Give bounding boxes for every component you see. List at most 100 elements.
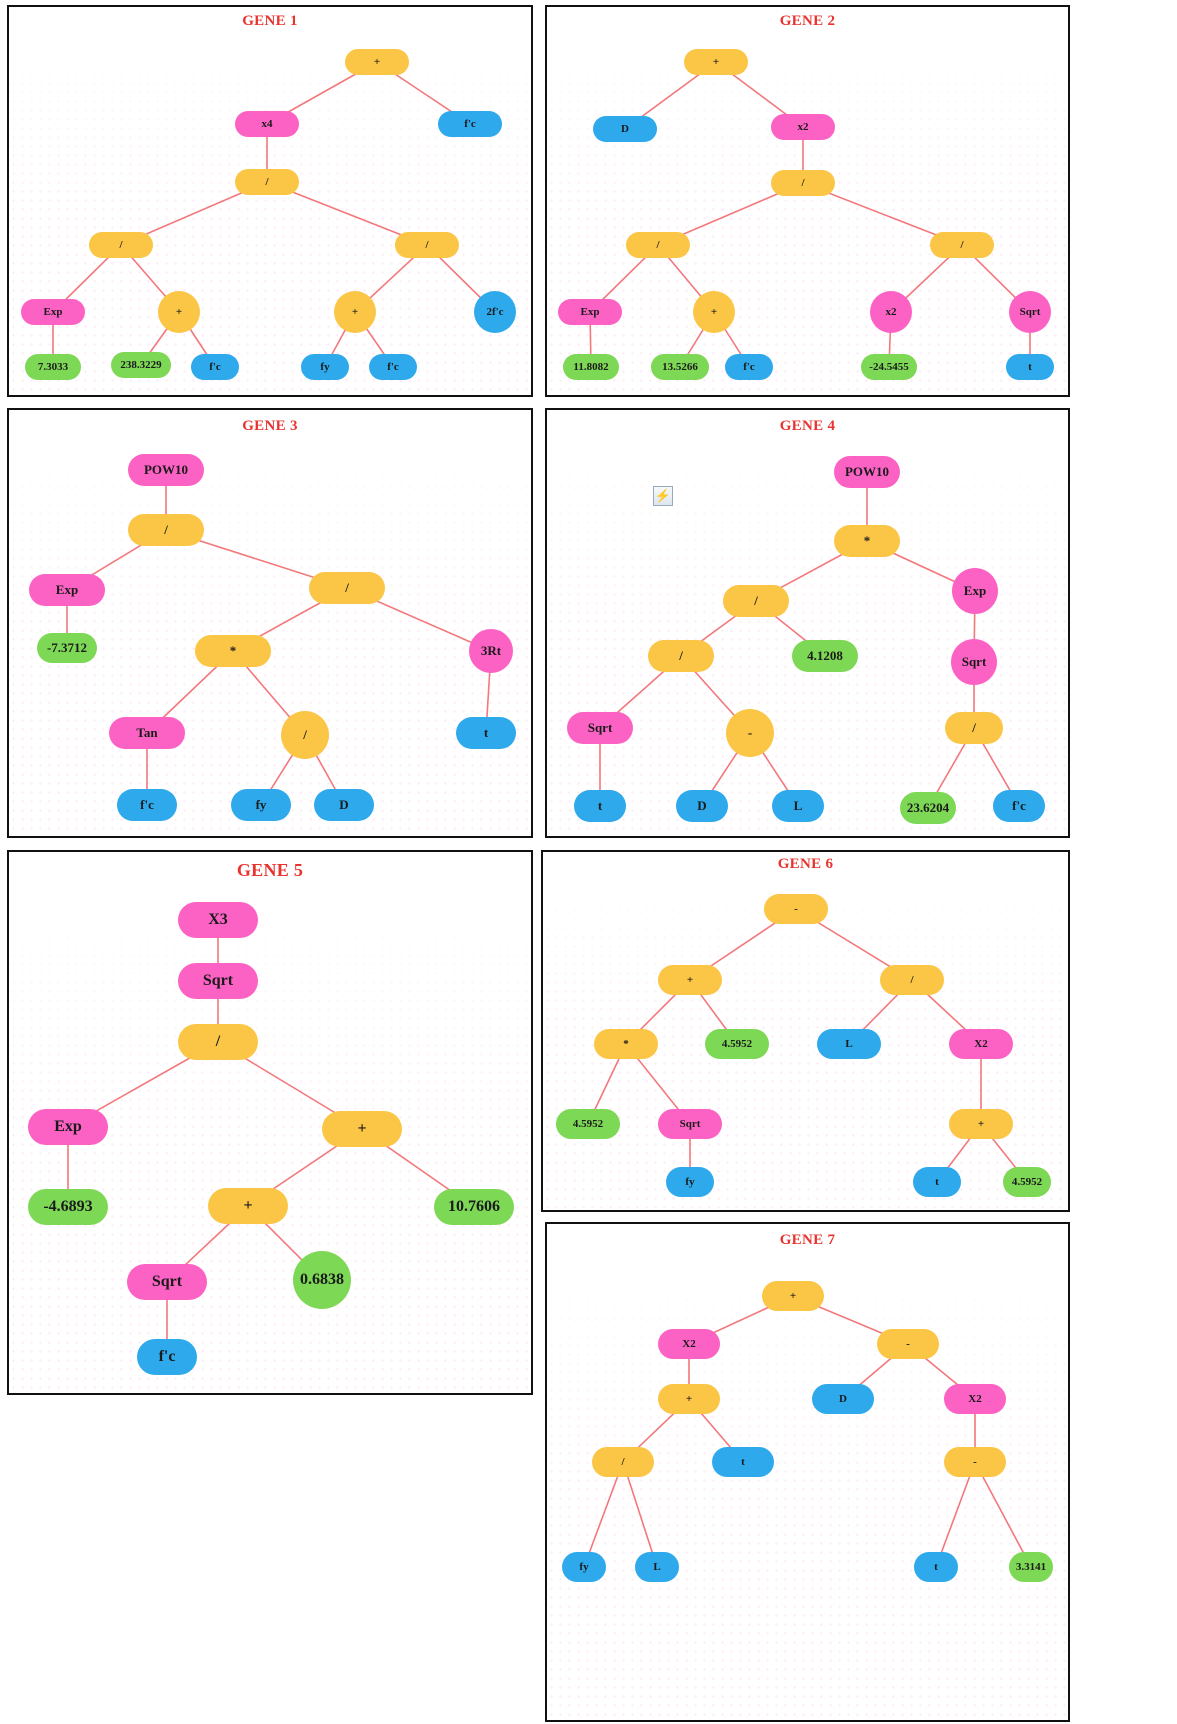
node-label: 2f'c	[486, 306, 504, 318]
constant-node-13-5266: 13.5266	[651, 354, 709, 380]
node-label: fy	[579, 1561, 589, 1573]
variable-node-fc: f'c	[725, 354, 773, 380]
constant-node-3-3141: 3.3141	[1009, 1552, 1053, 1582]
variable-node-t: t	[1006, 354, 1054, 380]
node-label: L	[793, 798, 803, 813]
operator-node-plus: +	[334, 291, 376, 333]
node-label: +	[351, 306, 359, 318]
node-label: /	[303, 727, 307, 742]
constant-node-4-5952: 4.5952	[705, 1029, 769, 1059]
node-label: Sqrt	[587, 720, 613, 735]
operator-node-plus: +	[693, 291, 735, 333]
node-label: f'c	[387, 361, 399, 373]
operator-node-divide: /	[723, 585, 789, 617]
function-node-exp: Exp	[558, 299, 622, 325]
node-label: 0.6838	[300, 1271, 344, 1288]
node-label: +	[685, 1393, 693, 1405]
node-label: -	[794, 903, 798, 915]
node-label: /	[801, 177, 805, 189]
function-node-sqrt: Sqrt	[567, 712, 633, 744]
operator-node-minus: -	[944, 1447, 1006, 1477]
function-node-x3: X3	[178, 902, 258, 938]
variable-node-fc: f'c	[438, 111, 502, 137]
function-node-exp: Exp	[29, 574, 105, 606]
function-node-exp: Exp	[28, 1109, 108, 1145]
node-label: -	[747, 725, 753, 740]
node-label: 3Rt	[480, 643, 502, 658]
function-node-x2: X2	[949, 1029, 1013, 1059]
variable-node-fc: f'c	[137, 1339, 197, 1375]
function-node-x2: x2	[870, 291, 912, 333]
node-label: /	[754, 593, 758, 608]
operator-node-divide: /	[281, 711, 329, 759]
node-label: /	[164, 522, 168, 537]
node-label: Exp	[43, 306, 63, 318]
node-label: fy	[320, 361, 330, 373]
variable-node-t: t	[574, 790, 626, 822]
node-label: /	[621, 1456, 625, 1468]
node-label: +	[710, 306, 718, 318]
node-label: x4	[261, 118, 273, 130]
constant-node-238-3229: 238.3229	[111, 352, 171, 378]
node-label: t	[935, 1176, 939, 1188]
function-node-sqrt: Sqrt	[127, 1264, 207, 1300]
constant-node-4-1208: 4.1208	[792, 640, 858, 672]
function-node-pow10: POW10	[834, 456, 900, 488]
node-label: 4.5952	[572, 1118, 604, 1130]
node-label: POW10	[844, 464, 890, 479]
operator-node-divide: /	[309, 572, 385, 604]
operator-node-plus: +	[762, 1281, 824, 1311]
node-label: Tan	[136, 725, 158, 740]
variable-node-t: t	[914, 1552, 958, 1582]
constant-node-neg-4-6893: -4.6893	[28, 1189, 108, 1225]
node-label: /	[215, 1033, 221, 1050]
operator-node-divide: /	[235, 169, 299, 195]
variable-node-t: t	[456, 717, 516, 749]
node-label: Exp	[963, 583, 987, 598]
node-label: -7.3712	[46, 640, 88, 655]
gene-2-title: GENE 2	[779, 13, 836, 29]
edge	[935, 1461, 976, 1568]
variable-node-fc: f'c	[369, 354, 417, 380]
variable-node-l: L	[817, 1029, 881, 1059]
function-node-sqrt: Sqrt	[1009, 291, 1051, 333]
node-label: POW10	[143, 462, 189, 477]
operator-node-divide: /	[945, 712, 1003, 744]
function-node-3rt: 3Rt	[469, 629, 513, 673]
gene-2-edges	[589, 61, 1031, 368]
operator-node-divide: /	[626, 232, 690, 258]
node-label: X2	[968, 1393, 982, 1405]
operator-node-divide: /	[930, 232, 994, 258]
operator-node-plus: +	[208, 1188, 288, 1224]
variable-node-d: D	[676, 790, 728, 822]
node-label: +	[357, 1120, 367, 1137]
node-label: *	[229, 643, 237, 658]
operator-node-times: *	[834, 525, 900, 557]
node-label: D	[697, 798, 707, 813]
operator-node-times: *	[195, 635, 271, 667]
constant-node-4-5952: 4.5952	[1003, 1167, 1051, 1197]
operator-node-divide: /	[128, 514, 204, 546]
node-label: Exp	[580, 306, 600, 318]
variable-node-fy: fy	[562, 1552, 606, 1582]
variable-node-d: D	[314, 789, 374, 821]
operator-node-plus: +	[322, 1111, 402, 1147]
node-label: 13.5266	[662, 361, 698, 373]
gene-1-title: GENE 1	[242, 13, 298, 29]
edge	[974, 1461, 1032, 1568]
flash-icon[interactable]: ⚡	[653, 486, 673, 506]
gene-3-title: GENE 3	[242, 418, 298, 434]
variable-node-l: L	[635, 1552, 679, 1582]
node-label: /	[910, 974, 914, 986]
node-label: /	[345, 580, 349, 595]
node-label: L	[845, 1038, 853, 1050]
node-label: t	[483, 725, 489, 740]
function-node-sqrt: Sqrt	[658, 1109, 722, 1139]
node-label: t	[934, 1561, 938, 1573]
node-label: t	[1028, 361, 1032, 373]
node-label: 4.5952	[1011, 1176, 1043, 1188]
variable-node-fc: f'c	[191, 354, 239, 380]
edge	[583, 1461, 624, 1568]
operator-node-plus: +	[158, 291, 200, 333]
